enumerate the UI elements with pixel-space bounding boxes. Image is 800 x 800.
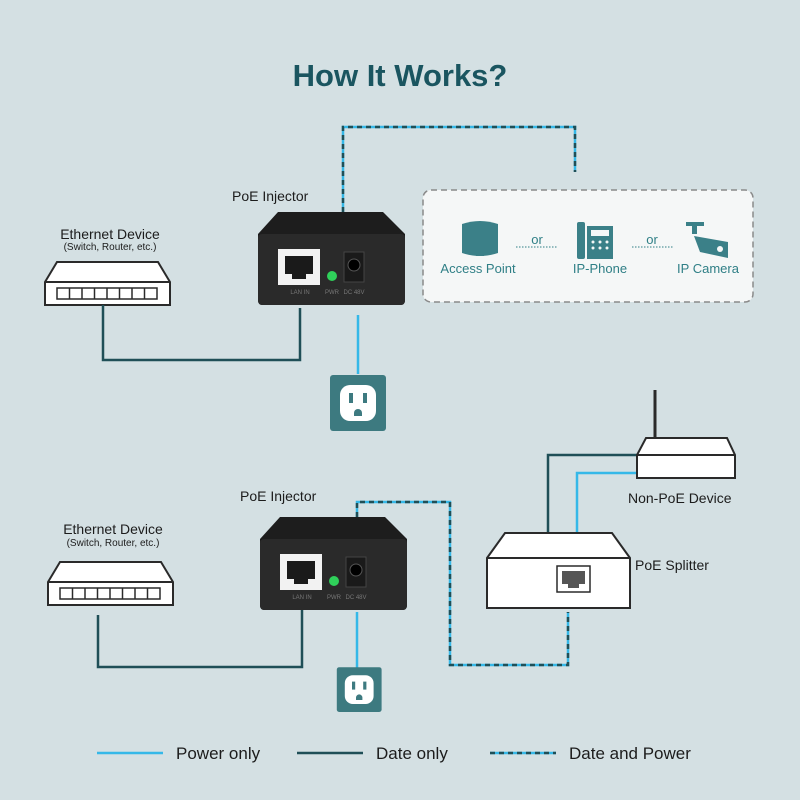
poe-splitter xyxy=(486,532,631,609)
ip-phone-icon xyxy=(577,222,613,259)
end-devices-box: Access Point or IP-Phone or IP Camera xyxy=(422,189,754,303)
access-point-icon xyxy=(462,221,498,256)
ip-camera-icon xyxy=(686,222,728,258)
lan-in-label: LAN IN xyxy=(292,595,311,601)
dc-label: DC 48V xyxy=(345,595,366,601)
splitter-power-line xyxy=(575,471,637,533)
top-data-line xyxy=(101,305,302,362)
top-ethernet-device-label: Ethernet Device xyxy=(60,226,160,242)
page-title: How It Works? xyxy=(293,58,508,93)
legend: Power only Date only Date and Power xyxy=(97,744,691,763)
non-poe-device-label: Non-PoE Device xyxy=(628,490,732,506)
top-ethernet-switch xyxy=(44,261,171,306)
dc-label: DC 48V xyxy=(343,290,364,296)
bottom-ethernet-device-label: Ethernet Device xyxy=(63,521,163,537)
bottom-data-line xyxy=(96,610,304,669)
or-separator: or xyxy=(531,232,543,247)
bottom-ethernet-device-sublabel: (Switch, Router, etc.) xyxy=(67,538,160,549)
ip-camera-label: IP Camera xyxy=(677,261,740,276)
legend-data-label: Date only xyxy=(376,744,448,763)
bottom-data-power-line xyxy=(355,500,570,667)
pwr-label: PWR xyxy=(327,595,342,601)
poe-splitter-label: PoE Splitter xyxy=(635,557,709,573)
splitter-data-line xyxy=(546,453,637,533)
legend-power-label: Power only xyxy=(176,744,261,763)
bottom-injector-label: PoE Injector xyxy=(240,488,317,504)
or-separator: or xyxy=(646,232,658,247)
top-ethernet-device-sublabel: (Switch, Router, etc.) xyxy=(64,242,157,253)
top-injector-label: PoE Injector xyxy=(232,188,309,204)
legend-data-power-label: Date and Power xyxy=(569,744,691,763)
non-poe-device xyxy=(636,390,736,479)
ip-phone-label: IP-Phone xyxy=(573,261,627,276)
access-point-label: Access Point xyxy=(440,261,516,276)
top-power-outlet-icon xyxy=(330,375,386,431)
lan-in-label: LAN IN xyxy=(290,290,309,296)
top-data-power-line xyxy=(341,125,577,212)
bottom-power-outlet-icon xyxy=(336,667,382,712)
pwr-label: PWR xyxy=(325,290,340,296)
bottom-ethernet-switch xyxy=(47,561,174,606)
